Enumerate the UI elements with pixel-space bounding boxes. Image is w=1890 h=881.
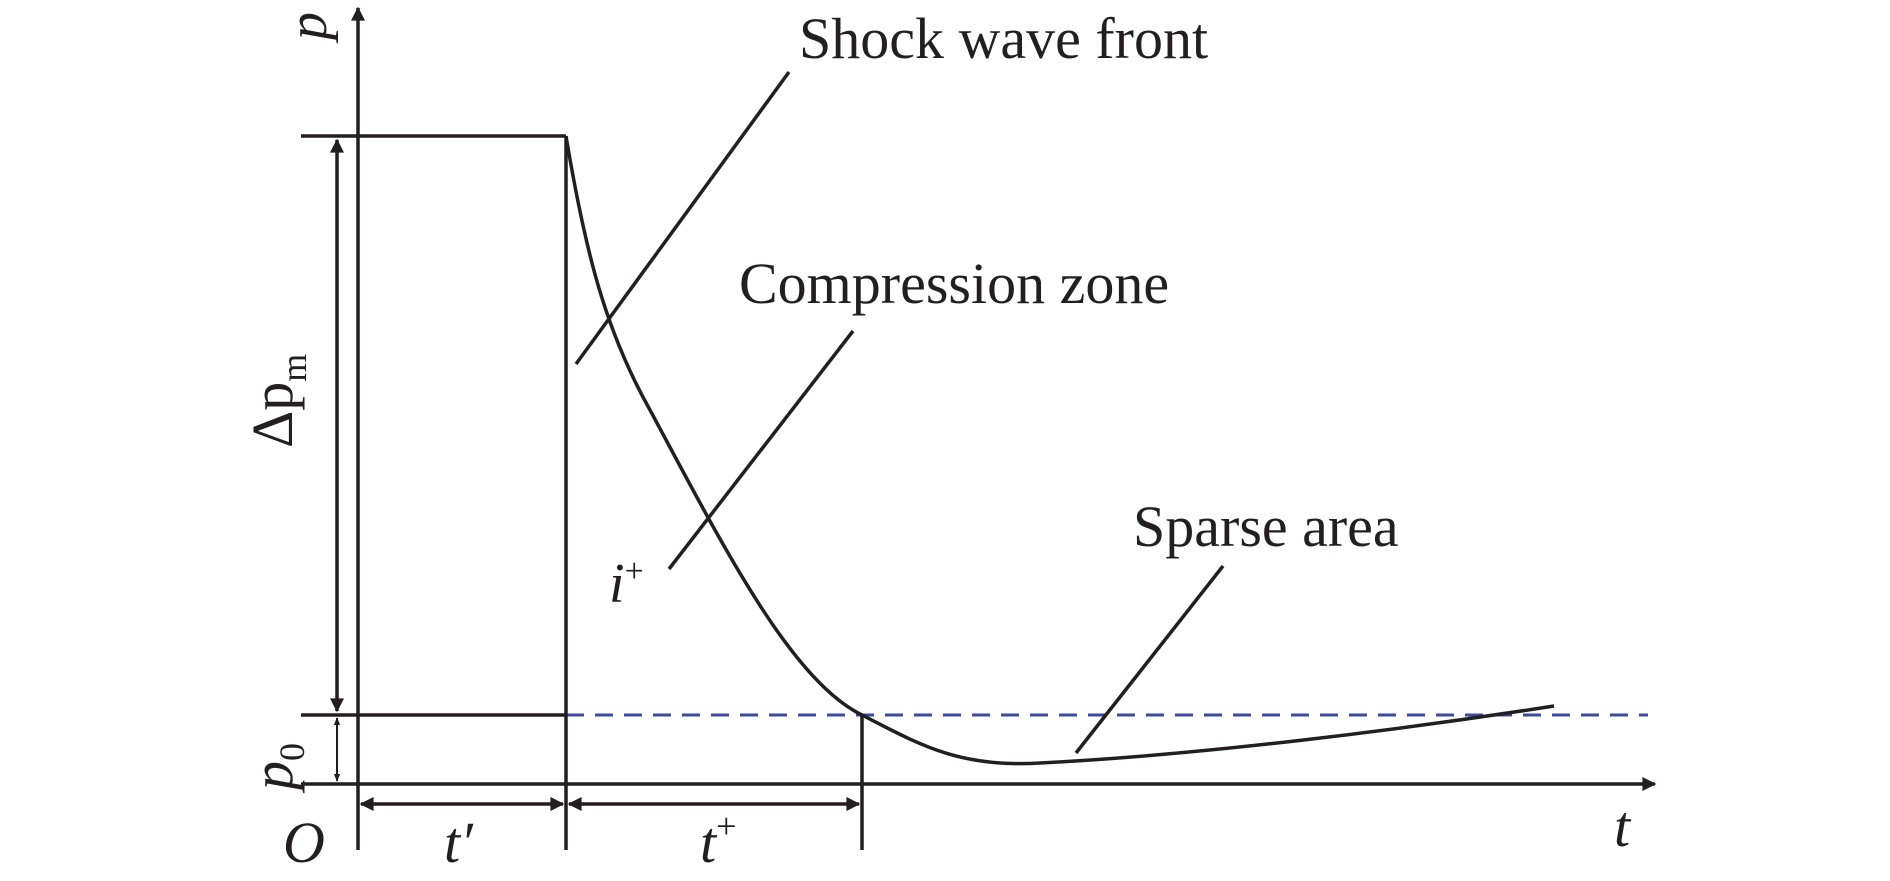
sparse-label: Sparse area (1133, 494, 1399, 559)
origin-label: O (283, 810, 325, 875)
positive-duration-label: t+ (700, 806, 736, 875)
y-axis-label: p (277, 12, 339, 44)
impulse-label: i+ (609, 553, 644, 615)
peak-overpressure-label: Δpm (240, 354, 314, 448)
rise-time-label: t′ (444, 810, 474, 875)
pressure-curve (564, 135, 1555, 766)
shock-front-leader (574, 70, 791, 366)
shock-front-label: Shock wave front (799, 6, 1208, 71)
ambient-pressure-label: p0 (240, 743, 312, 794)
sparse-leader (1074, 564, 1225, 755)
compression-leader (667, 329, 855, 571)
x-axis-label: t (1614, 794, 1632, 859)
compression-label: Compression zone (739, 251, 1169, 316)
